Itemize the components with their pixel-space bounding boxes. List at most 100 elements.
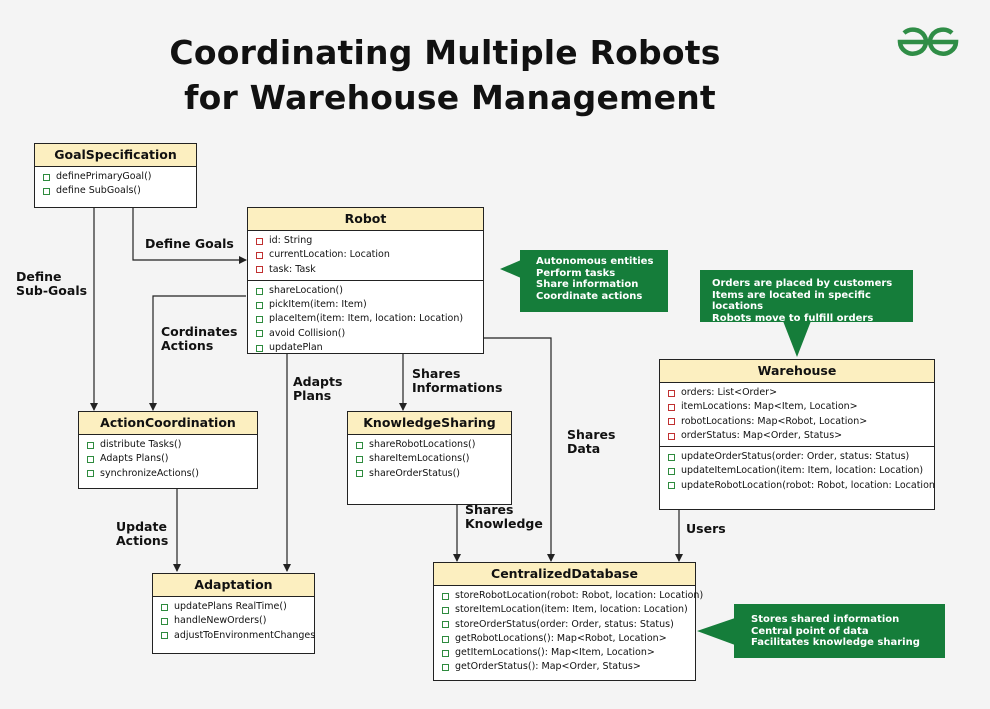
method-icon — [161, 603, 168, 611]
method-row: avoid Collision() — [256, 327, 477, 341]
method-icon — [87, 455, 94, 463]
method-icon — [256, 316, 263, 324]
methods-section: storeRobotLocation(robot: Robot, locatio… — [434, 586, 703, 678]
method-row: pickItem(item: Item) — [256, 298, 477, 312]
attribute-row: robotLocations: Map<Robot, Location> — [668, 415, 928, 429]
method-row: shareItemLocations() — [356, 452, 505, 466]
class-title: Warehouse — [660, 360, 934, 383]
method-icon — [356, 470, 363, 478]
edge-label-users: Users — [686, 521, 726, 536]
edge-coordinates-actions — [149, 295, 246, 411]
method-icon — [356, 455, 363, 463]
attribute-icon — [668, 418, 675, 426]
attribute-row: orders: List<Order> — [668, 386, 928, 400]
class-title: GoalSpecification — [35, 144, 196, 167]
method-row: storeItemLocation(item: Item, location: … — [442, 603, 689, 617]
method-icon — [442, 635, 449, 643]
note-pointer-warehouse — [783, 321, 811, 357]
method-row: getItemLocations(): Map<Item, Location> — [442, 646, 689, 660]
diagram-title-line2: for Warehouse Management — [184, 78, 716, 117]
method-icon — [256, 287, 263, 295]
method-row: getRobotLocations(): Map<Robot, Location… — [442, 632, 689, 646]
class-title: Robot — [248, 208, 483, 231]
class-warehouse: Warehouse orders: List<Order> itemLocati… — [659, 359, 935, 510]
method-row: handleNewOrders() — [161, 614, 308, 628]
attributes-section: orders: List<Order> itemLocations: Map<I… — [660, 383, 934, 446]
class-adaptation: Adaptation updatePlans RealTime() handle… — [152, 573, 315, 654]
edge-label-define-goals: Define Goals — [145, 236, 234, 251]
method-row: storeRobotLocation(robot: Robot, locatio… — [442, 589, 703, 603]
method-row: updateOrderStatus(order: Order, status: … — [668, 450, 928, 464]
attribute-row: task: Task — [256, 263, 477, 277]
edge-shares-data — [484, 337, 555, 562]
class-robot: Robot id: String currentLocation: Locati… — [247, 207, 484, 354]
method-icon — [256, 330, 263, 338]
method-row: updatePlan — [256, 341, 477, 355]
method-icon — [356, 441, 363, 449]
method-row: Adapts Plans() — [87, 452, 251, 466]
method-row: updateRobotLocation(robot: Robot, locati… — [668, 479, 935, 493]
method-icon — [442, 592, 449, 600]
method-row: define SubGoals() — [43, 184, 190, 198]
method-icon — [668, 482, 675, 490]
method-row: distribute Tasks() — [87, 438, 251, 452]
edge-define-goals — [132, 207, 247, 264]
method-row: updateItemLocation(item: Item, location:… — [668, 464, 928, 478]
class-knowledgesharing: KnowledgeSharing shareRobotLocations() s… — [347, 411, 512, 505]
class-actioncoordination: ActionCoordination distribute Tasks() Ad… — [78, 411, 258, 489]
methods-section: updateOrderStatus(order: Order, status: … — [660, 446, 935, 496]
attributes-section: id: String currentLocation: Location tas… — [248, 231, 483, 280]
method-row: shareOrderStatus() — [356, 467, 505, 481]
attribute-row: itemLocations: Map<Item, Location> — [668, 400, 928, 414]
attribute-icon — [668, 432, 675, 440]
method-row: shareLocation() — [256, 284, 477, 298]
method-icon — [87, 470, 94, 478]
method-icon — [442, 621, 449, 629]
method-icon — [256, 344, 263, 352]
methods-section: distribute Tasks() Adapts Plans() synchr… — [79, 435, 257, 484]
gfg-logo-icon — [895, 24, 961, 64]
class-centralizeddatabase: CentralizedDatabase storeRobotLocation(r… — [433, 562, 703, 681]
method-icon — [43, 173, 50, 181]
method-icon — [442, 606, 449, 614]
attribute-icon — [668, 389, 675, 397]
methods-section: updatePlans RealTime() handleNewOrders()… — [153, 597, 315, 646]
method-icon — [256, 301, 263, 309]
attribute-icon — [256, 251, 263, 259]
attribute-row: id: String — [256, 234, 477, 248]
note-pointer-database — [697, 618, 735, 645]
method-icon — [43, 187, 50, 195]
class-title: KnowledgeSharing — [348, 412, 511, 435]
diagram-title-line1: Coordinating Multiple Robots — [169, 33, 721, 72]
methods-section: definePrimaryGoal() define SubGoals() — [35, 167, 196, 202]
attribute-icon — [668, 403, 675, 411]
method-icon — [87, 441, 94, 449]
class-title: Adaptation — [153, 574, 314, 597]
method-icon — [161, 617, 168, 625]
method-row: shareRobotLocations() — [356, 438, 505, 452]
attribute-row: orderStatus: Map<Order, Status> — [668, 429, 928, 443]
method-icon — [668, 468, 675, 476]
method-row: storeOrderStatus(order: Order, status: S… — [442, 618, 689, 632]
method-icon — [442, 664, 449, 672]
attribute-row: currentLocation: Location — [256, 248, 477, 262]
class-goalspecification: GoalSpecification definePrimaryGoal() de… — [34, 143, 197, 208]
class-title: CentralizedDatabase — [434, 563, 695, 586]
method-row: adjustToEnvironmentChanges — [161, 629, 315, 643]
methods-section: shareRobotLocations() shareItemLocations… — [348, 435, 511, 484]
method-row: placeItem(item: Item, location: Location… — [256, 312, 477, 326]
method-icon — [668, 453, 675, 461]
methods-section: shareLocation() pickItem(item: Item) pla… — [248, 279, 483, 358]
attribute-icon — [256, 237, 263, 245]
attribute-icon — [256, 266, 263, 274]
note-pointer-robot — [500, 260, 521, 278]
